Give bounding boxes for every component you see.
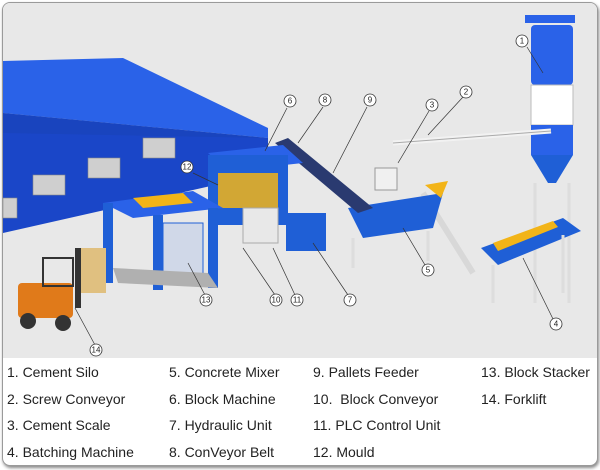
conveyor-belt: [275, 138, 373, 213]
legend-item: 5. Concrete Mixer: [169, 364, 280, 380]
legend-column-4: 13. Block Stacker 14. Forklift: [481, 364, 590, 417]
svg-text:5: 5: [426, 266, 431, 275]
block-machine: [208, 145, 326, 251]
plant-illustration: 1 2 3 4 5 6 7 8 9 10 11 12 13 14: [3, 3, 597, 358]
svg-text:3: 3: [430, 101, 435, 110]
screw-conveyor: [392, 128, 552, 146]
legend-item: 2. Screw Conveyor: [7, 390, 126, 407]
callout-2: 2: [459, 85, 473, 99]
svg-text:7: 7: [348, 296, 353, 305]
forklift: [18, 248, 106, 331]
callout-12: 12: [180, 160, 194, 174]
svg-text:8: 8: [323, 96, 328, 105]
legend-item: 6. Block Machine: [169, 390, 276, 407]
svg-text:2: 2: [464, 88, 469, 97]
svg-text:12: 12: [183, 163, 192, 172]
leader-lines: [74, 46, 554, 346]
concrete-mixer: [348, 167, 448, 268]
legend-item: 14. Forklift: [481, 390, 547, 407]
svg-text:10: 10: [272, 296, 281, 305]
svg-text:14: 14: [92, 346, 101, 355]
callout-14: 14: [89, 343, 103, 357]
legend-item: 7. Hydraulic Unit: [169, 417, 272, 433]
callout-6: 6: [283, 94, 297, 108]
callout-3: 3: [425, 98, 439, 112]
legend-column-1: 1. Cement Silo 2. Screw Conveyor 3. Ceme…: [7, 364, 134, 465]
legend-item: 10. Block Conveyor: [313, 390, 439, 407]
svg-text:1: 1: [520, 37, 525, 46]
svg-text:4: 4: [554, 320, 559, 329]
legend-item: 12. Mould: [313, 443, 375, 460]
legend: 1. Cement Silo 2. Screw Conveyor 3. Ceme…: [3, 360, 597, 465]
legend-item: 4. Batching Machine: [7, 443, 134, 460]
warehouse: [3, 58, 268, 233]
svg-text:13: 13: [202, 296, 211, 305]
callout-9: 9: [363, 93, 377, 107]
callout-10: 10: [269, 293, 283, 307]
block-stacker: [103, 191, 223, 290]
svg-text:11: 11: [293, 296, 302, 305]
callout-7: 7: [343, 293, 357, 307]
legend-item: 3. Cement Scale: [7, 417, 111, 433]
callout-4: 4: [549, 317, 563, 331]
callout-1: 1: [515, 34, 529, 48]
legend-item: 8. ConVeyor Belt: [169, 443, 275, 460]
legend-item: 13. Block Stacker: [481, 364, 590, 380]
legend-column-2: 5. Concrete Mixer 6. Block Machine 7. Hy…: [169, 364, 280, 465]
legend-item: 11. PLC Control Unit: [313, 417, 441, 433]
callout-8: 8: [318, 93, 332, 107]
callout-5: 5: [421, 263, 435, 277]
batching-machine: [481, 218, 581, 303]
block-pallets: [3, 137, 176, 219]
svg-text:9: 9: [368, 96, 373, 105]
legend-item: 1. Cement Silo: [7, 364, 99, 380]
callout-11: 11: [290, 293, 304, 307]
legend-item: 9. Pallets Feeder: [313, 364, 419, 380]
svg-text:6: 6: [288, 97, 293, 106]
callout-13: 13: [199, 293, 213, 307]
legend-column-3: 9. Pallets Feeder 10. Block Conveyor 11.…: [313, 364, 441, 465]
